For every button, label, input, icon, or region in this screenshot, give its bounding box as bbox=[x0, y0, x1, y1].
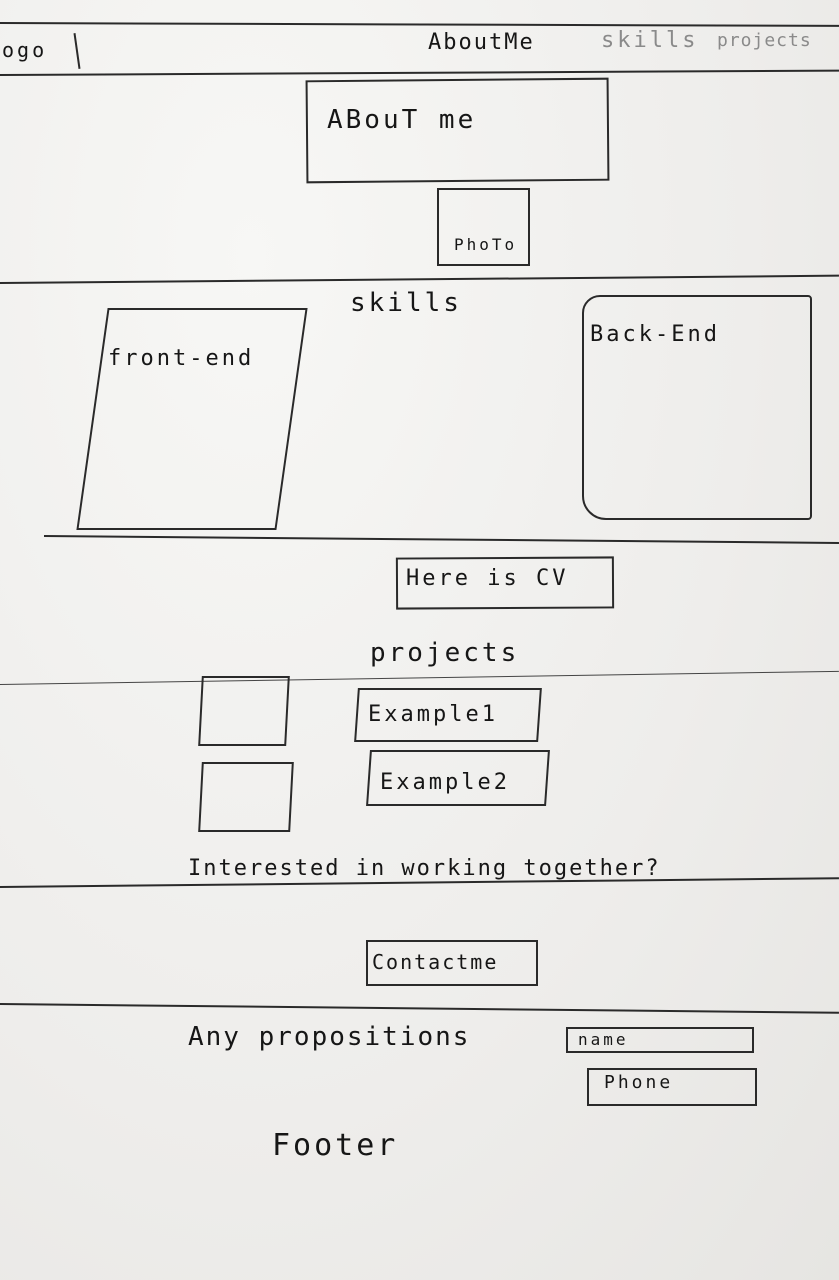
name-field[interactable] bbox=[566, 1027, 754, 1053]
nav-projects[interactable]: projects bbox=[717, 30, 812, 51]
contact-bottom-divider bbox=[0, 1003, 839, 1014]
name-field-placeholder: name bbox=[578, 1030, 629, 1049]
nav-about[interactable]: AboutMe bbox=[428, 30, 535, 55]
cv-button-label: Here is CV bbox=[406, 566, 569, 591]
project1-thumbnail bbox=[198, 676, 290, 746]
header-top-border bbox=[0, 22, 839, 27]
project2-thumbnail bbox=[198, 762, 294, 832]
phone-field[interactable] bbox=[587, 1068, 757, 1106]
footer-label: Footer bbox=[272, 1128, 399, 1163]
skills-section-divider bbox=[43, 535, 839, 544]
logo-divider bbox=[73, 33, 81, 69]
photo-label: PhoTo bbox=[454, 235, 518, 254]
collaboration-question: Interested in working together? bbox=[188, 856, 661, 881]
frontend-label: front-end bbox=[108, 346, 255, 371]
about-heading: ABouT me bbox=[327, 105, 477, 135]
frontend-card bbox=[76, 308, 308, 530]
nav-skills[interactable]: skills bbox=[601, 28, 699, 53]
propositions-label: Any propositions bbox=[188, 1022, 471, 1052]
photo-placeholder bbox=[437, 188, 530, 266]
skills-heading: skills bbox=[350, 288, 462, 318]
projects-heading: projects bbox=[370, 638, 520, 668]
projects-section-divider bbox=[0, 670, 839, 685]
example1-label: Example1 bbox=[368, 702, 498, 727]
backend-card bbox=[582, 295, 812, 520]
contact-button-label: Contactme bbox=[372, 950, 499, 974]
about-section-divider bbox=[0, 274, 839, 284]
backend-label: Back-End bbox=[590, 322, 720, 347]
header-bottom-border bbox=[0, 69, 839, 76]
example2-label: Example2 bbox=[380, 770, 510, 795]
logo: ogo bbox=[2, 38, 48, 62]
contact-button[interactable] bbox=[366, 940, 538, 986]
phone-field-placeholder: Phone bbox=[604, 1072, 674, 1093]
